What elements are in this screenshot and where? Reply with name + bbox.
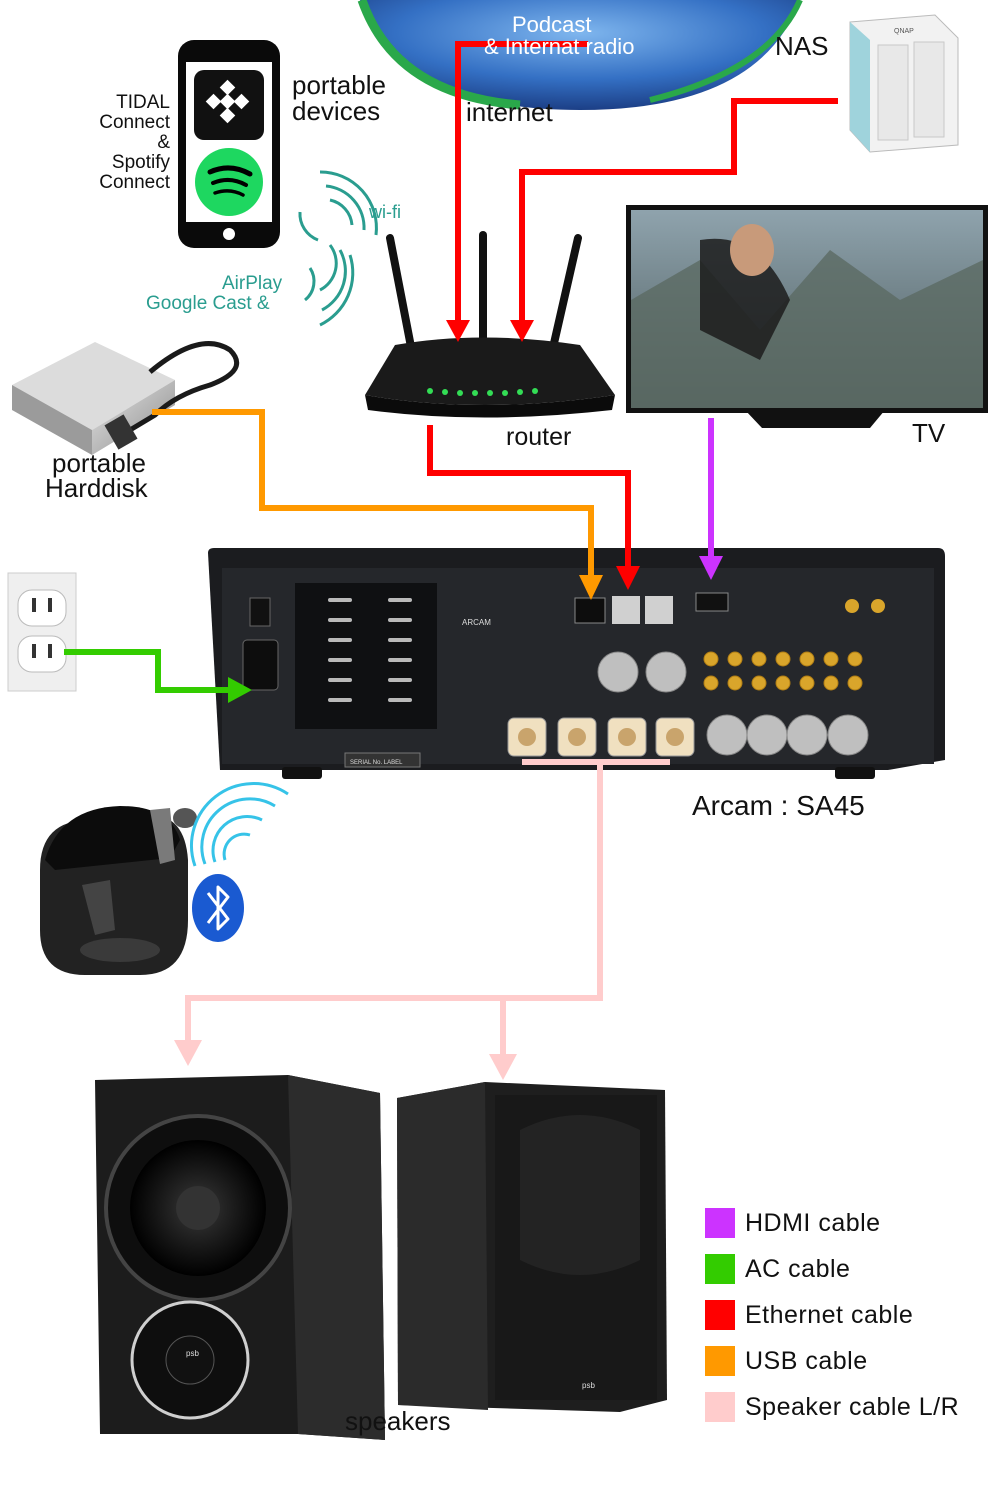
airplay-label: AirPlay — [222, 273, 283, 294]
legend-swatch — [705, 1208, 735, 1238]
podcast-label-line2: & Internat radio — [484, 34, 635, 59]
tv-label: TV — [912, 418, 946, 448]
wifi-label: wi-fi — [369, 202, 401, 222]
legend-item-speaker: Speaker cable L/R — [705, 1392, 995, 1422]
legend-swatch — [705, 1254, 735, 1284]
speaker-arrowhead — [489, 1054, 517, 1080]
ac-cable — [64, 649, 230, 693]
ethernet-arrowhead — [616, 566, 640, 590]
nas-brand-text: QNAP — [894, 28, 914, 35]
legend-item-ethernet: Ethernet cable — [705, 1300, 995, 1330]
speaker-arrowhead — [174, 1040, 202, 1066]
nas-label: NAS — [775, 31, 829, 61]
legend-label: HDMI cable — [745, 1208, 881, 1237]
amp-model-label: Arcam : SA45 — [692, 790, 865, 821]
portable-devices-label-line2: devices — [292, 96, 381, 126]
amplifier-device — [208, 548, 945, 779]
nas-device — [849, 14, 959, 153]
speaker-right — [397, 1082, 667, 1412]
harddisk-device — [12, 341, 240, 455]
ethernet-cable-nas — [519, 98, 838, 322]
usb-arrowhead — [579, 575, 603, 600]
legend-label: USB cable — [745, 1346, 868, 1375]
ethernet-arrowhead — [446, 320, 470, 342]
legend: HDMI cable AC cable Ethernet cable USB c… — [705, 1208, 995, 1438]
cables — [64, 41, 838, 1080]
spotify-icon — [195, 148, 263, 216]
googlecast-label: Google Cast & — [146, 293, 270, 314]
bluetooth-icon — [192, 874, 244, 942]
legend-swatch — [705, 1346, 735, 1376]
smartphone — [178, 40, 280, 248]
legend-label: Ethernet cable — [745, 1300, 914, 1329]
speaker-right-brand-text: psb — [582, 1381, 595, 1390]
legend-swatch — [705, 1392, 735, 1422]
router-label: router — [506, 423, 572, 451]
spotify-label-line1: Spotify — [111, 152, 170, 173]
wall-outlet — [7, 572, 77, 692]
bluetooth-wave-icon — [190, 782, 289, 867]
ac-arrowhead — [228, 677, 252, 703]
router-device — [365, 231, 615, 418]
harddisk-label-line1: portable — [52, 448, 146, 478]
wifi-icon — [298, 170, 378, 327]
earbuds-device — [40, 806, 197, 975]
speakers-label: speakers — [345, 1406, 451, 1436]
legend-item-usb: USB cable — [705, 1346, 995, 1376]
hdmi-arrowhead — [699, 556, 723, 580]
legend-label: AC cable — [745, 1254, 851, 1283]
tidal-label-line3: & — [157, 132, 170, 153]
ethernet-cable-internet — [455, 41, 588, 322]
speaker-left-brand-text: psb — [186, 1349, 199, 1358]
legend-swatch — [705, 1300, 735, 1330]
tidal-label-line2: Connect — [99, 112, 170, 133]
harddisk-label-line2: Harddisk — [45, 473, 148, 503]
legend-label: Speaker cable L/R — [745, 1392, 960, 1421]
serial-label-text: SERIAL No. LABEL — [350, 760, 403, 766]
internet-globe — [357, 0, 803, 110]
internet-label: internet — [466, 97, 553, 127]
ethernet-cable-router-amp — [427, 425, 631, 568]
legend-item-ac: AC cable — [705, 1254, 995, 1284]
tidal-label-line1: TIDAL — [116, 92, 170, 113]
tv-device — [626, 205, 988, 428]
speaker-cable — [185, 762, 603, 1044]
amp-brand-text: ARCAM — [462, 618, 491, 627]
speaker-left — [95, 1075, 385, 1440]
usb-cable — [152, 409, 594, 577]
spotify-label-line2: Connect — [99, 172, 170, 193]
podcast-label-line1: Podcast — [512, 12, 592, 37]
portable-devices-label-line1: portable — [292, 70, 386, 100]
ethernet-arrowhead — [510, 320, 534, 342]
legend-item-hdmi: HDMI cable — [705, 1208, 995, 1238]
